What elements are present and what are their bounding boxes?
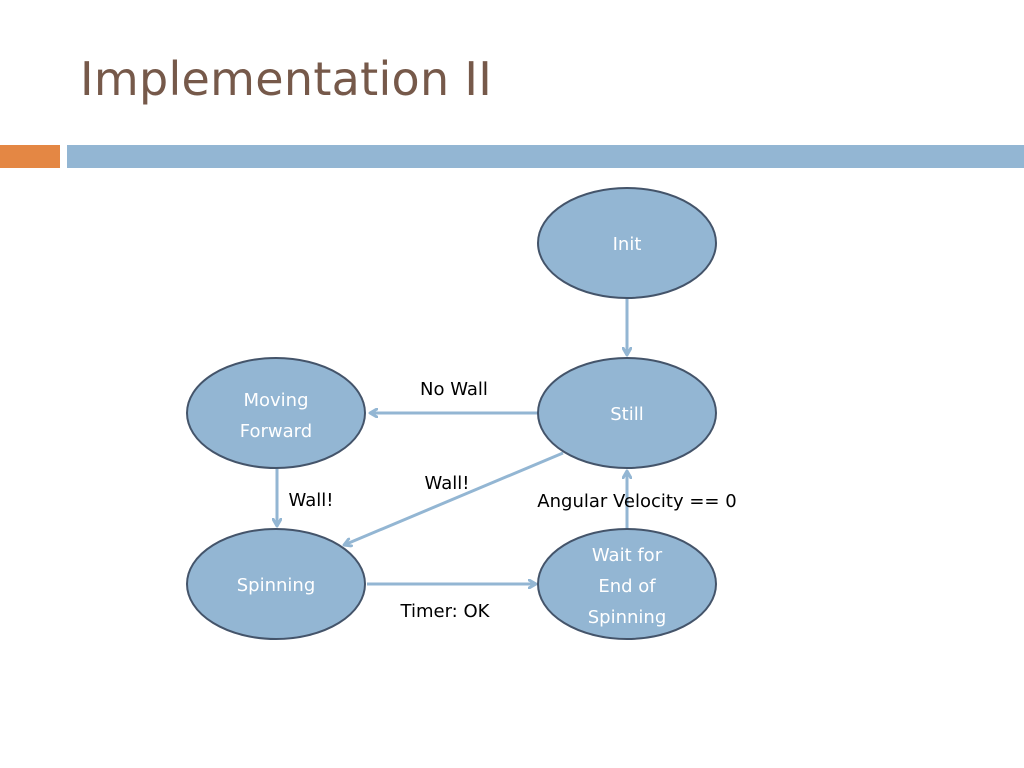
edges [277,298,627,584]
state-node-init: Init [537,187,717,299]
node-wait-label-line-2: End of [598,576,656,597]
edge-labels: No Wall Wall! Wall! Angular Velocity == … [289,379,737,622]
edge-label-angular-velocity: Angular Velocity == 0 [537,491,736,512]
edge-label-no-wall: No Wall [420,379,488,400]
accent-bar-orange [0,145,60,168]
edge-label-timer-ok: Timer: OK [400,601,491,622]
state-node-moving-forward: Moving Forward [186,357,366,469]
state-node-still: Still [537,357,717,469]
node-still-label: Still [610,404,644,425]
edge-label-wall-diagonal: Wall! [425,473,470,494]
node-moving-label-line-1: Moving [243,390,308,411]
accent-bar-blue [67,145,1024,168]
edge-label-wall-vertical: Wall! [289,490,334,511]
state-node-wait-for-end-of-spinning: Wait for End of Spinning [537,528,717,640]
node-spinning-label: Spinning [237,575,316,596]
edge-still-to-spinning [344,451,564,545]
state-node-spinning: Spinning [186,528,366,640]
node-wait-label-line-1: Wait for [592,545,663,566]
node-init-label: Init [613,234,642,255]
node-moving-label-line-2: Forward [240,421,312,442]
node-wait-label-line-3: Spinning [588,607,667,628]
slide-title: Implementation II [80,52,493,106]
